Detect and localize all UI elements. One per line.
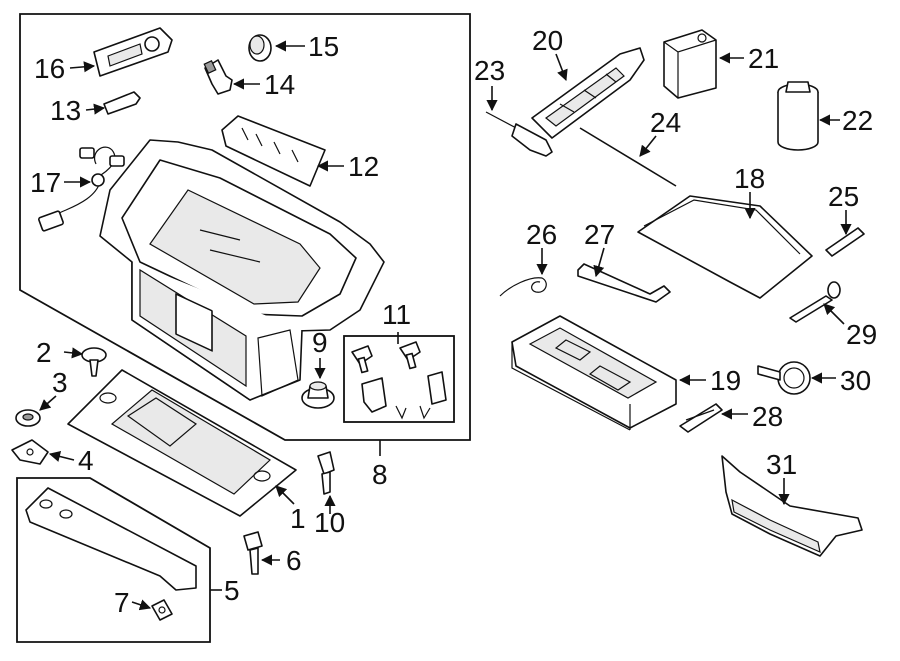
callout-23: 23 bbox=[474, 55, 505, 86]
part-30-gauge bbox=[757, 361, 811, 395]
part-21-box bbox=[663, 29, 717, 99]
callout-26: 26 bbox=[526, 219, 557, 250]
part-17-wiring-harness bbox=[38, 146, 125, 232]
part-18-floor-mat bbox=[637, 195, 813, 299]
callout-21: 21 bbox=[748, 43, 779, 74]
callout-17: 17 bbox=[30, 167, 61, 198]
callout-4: 4 bbox=[78, 445, 94, 476]
callout-3: 3 bbox=[52, 367, 68, 398]
part-24-rod bbox=[579, 127, 677, 187]
assembly-frame-8 bbox=[19, 13, 471, 441]
part-26-hook bbox=[499, 277, 547, 297]
part-19-tool-tray bbox=[511, 315, 677, 431]
part-27-lug-tool bbox=[577, 263, 671, 303]
callout-6: 6 bbox=[286, 545, 302, 576]
part-25-pin bbox=[825, 227, 865, 257]
callout-1: 1 bbox=[290, 503, 306, 534]
part-29-valve-tool bbox=[789, 281, 841, 323]
part-13-lamp-lens bbox=[103, 91, 141, 115]
part-15-grommet bbox=[248, 34, 272, 62]
callout-27: 27 bbox=[584, 219, 615, 250]
leader-lines bbox=[39, 40, 852, 611]
callout-18: 18 bbox=[734, 163, 765, 194]
assembly-frame-11 bbox=[343, 335, 455, 423]
callout-19: 19 bbox=[710, 365, 741, 396]
part-5-bracket bbox=[25, 487, 197, 591]
callout-25: 25 bbox=[828, 181, 859, 212]
callout-20: 20 bbox=[532, 25, 563, 56]
part-9-grommet bbox=[301, 381, 335, 409]
part-3-washer bbox=[15, 409, 41, 427]
callout-2: 2 bbox=[36, 337, 52, 368]
callout-14: 14 bbox=[264, 69, 295, 100]
callout-24: 24 bbox=[650, 107, 681, 138]
part-2-push-pin bbox=[81, 347, 107, 377]
callout-30: 30 bbox=[840, 365, 871, 396]
storage-bin bbox=[99, 139, 385, 401]
callout-13: 13 bbox=[50, 95, 81, 126]
assembly-frame-5 bbox=[16, 477, 211, 643]
part-16-switch-housing bbox=[93, 27, 173, 77]
part-22-canister bbox=[777, 81, 819, 151]
callout-10: 10 bbox=[314, 507, 345, 538]
callout-29: 29 bbox=[846, 319, 877, 350]
part-23-screwdriver bbox=[485, 111, 553, 157]
callout-16: 16 bbox=[34, 53, 65, 84]
callout-15: 15 bbox=[308, 31, 339, 62]
part-11-fastener-kit bbox=[351, 341, 447, 420]
part-20-jack bbox=[531, 47, 645, 139]
part-1-floor-panel bbox=[67, 369, 297, 517]
callout-22: 22 bbox=[842, 105, 873, 136]
callout-9: 9 bbox=[312, 327, 328, 358]
callout-12: 12 bbox=[348, 151, 379, 182]
callout-28: 28 bbox=[752, 401, 783, 432]
part-31-trim-panel bbox=[721, 455, 863, 557]
part-10-stud bbox=[317, 451, 335, 495]
part-4-clip bbox=[11, 439, 49, 465]
part-28-clamp bbox=[679, 403, 723, 433]
part-6-bolt bbox=[243, 531, 263, 575]
callout-11: 11 bbox=[382, 299, 411, 330]
part-14-lamp-socket bbox=[203, 59, 233, 95]
callout-31: 31 bbox=[766, 449, 797, 480]
callout-7: 7 bbox=[114, 587, 130, 618]
callout-5: 5 bbox=[224, 575, 240, 606]
callout-8: 8 bbox=[372, 459, 388, 490]
part-7-nut bbox=[151, 599, 173, 621]
